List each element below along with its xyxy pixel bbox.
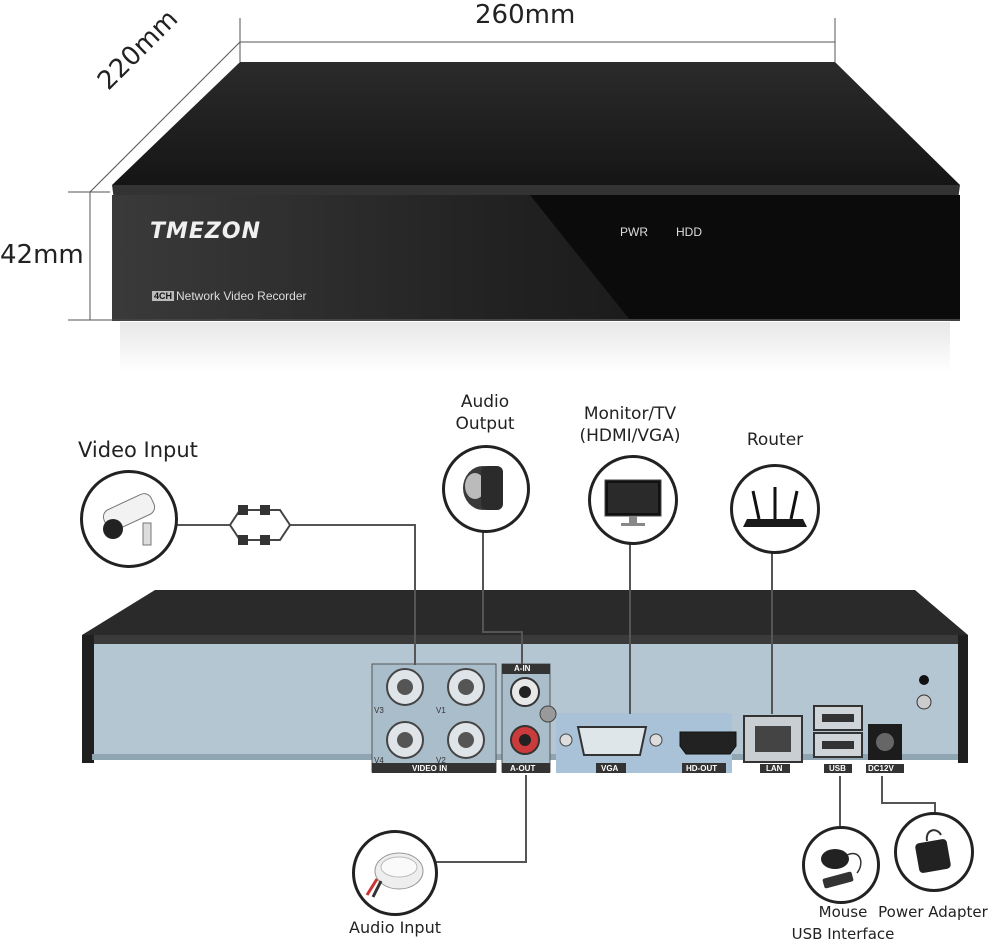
monitor-icon [588,455,678,545]
v4-label: V4 [374,756,384,765]
dc-label: DC12V [868,764,894,773]
power-adapter-icon [894,812,974,892]
usb-label: USB [829,764,846,773]
router-label: Router [746,430,804,450]
audio-output-label-line2: Output [455,414,515,434]
a-in-label: A-IN [514,664,531,673]
height-dimension: 42mm [0,240,84,270]
pwr-indicator-label: PWR [620,225,648,239]
router-icon [730,464,820,554]
video-in-label: VIDEO IN [412,764,448,773]
v2-label: V2 [436,756,446,765]
v3-label: V3 [374,706,384,715]
nvr-rear-body [82,590,968,773]
speaker-icon [442,445,530,533]
lan-label: LAN [766,764,783,773]
mouse-label-line2: USB Interface [791,925,895,943]
hd-out-label: HD-OUT [686,764,718,773]
monitor-label-line1: Monitor/TV [583,404,677,424]
camera-icon [80,470,178,568]
nvr-front-body [112,62,960,372]
mouse-label-line1: Mouse [818,903,868,921]
power-adapter-label: Power Adapter [878,903,988,921]
audio-input-label: Audio Input [349,918,441,937]
dimension-lines [68,18,836,321]
v1-label: V1 [436,706,446,715]
mouse-icon [802,826,880,904]
hdd-indicator-label: HDD [676,225,702,239]
a-out-label: A-OUT [510,764,536,773]
brand-logo: TMEZON [150,219,261,244]
audio-output-label-line1: Audio [460,392,510,412]
monitor-label-line2: (HDMI/VGA) [579,426,681,446]
channels-badge: 4CH [152,291,175,301]
vga-label: VGA [601,764,619,773]
video-input-label: Video Input [78,438,198,462]
width-dimension: 260mm [475,0,576,30]
model-label: Network Video Recorder [176,289,307,303]
microphone-icon [352,830,438,916]
